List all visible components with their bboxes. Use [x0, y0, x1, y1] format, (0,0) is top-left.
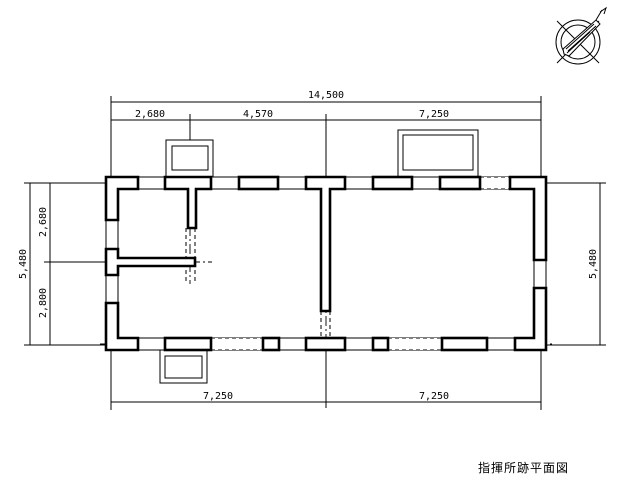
dim-right-total: 5,480 — [588, 249, 599, 279]
dim-top-2: 4,570 — [243, 109, 273, 120]
drawing-title: 指揮所跡平面図 — [478, 461, 570, 475]
walls — [104, 175, 548, 352]
dim-left-total: 5,480 — [18, 249, 29, 279]
dim-top-3: 7,250 — [419, 109, 449, 120]
dim-bottom-1: 7,250 — [203, 391, 233, 402]
dim-top-1: 2,680 — [135, 109, 165, 120]
dimension-lines — [24, 96, 606, 410]
dim-total-width: 14,500 — [308, 90, 344, 101]
dim-left-2: 2,800 — [38, 288, 49, 318]
north-arrow-compass-icon — [555, 6, 607, 65]
dim-left-1: 2,680 — [38, 207, 49, 237]
dim-bottom-2: 7,250 — [419, 391, 449, 402]
